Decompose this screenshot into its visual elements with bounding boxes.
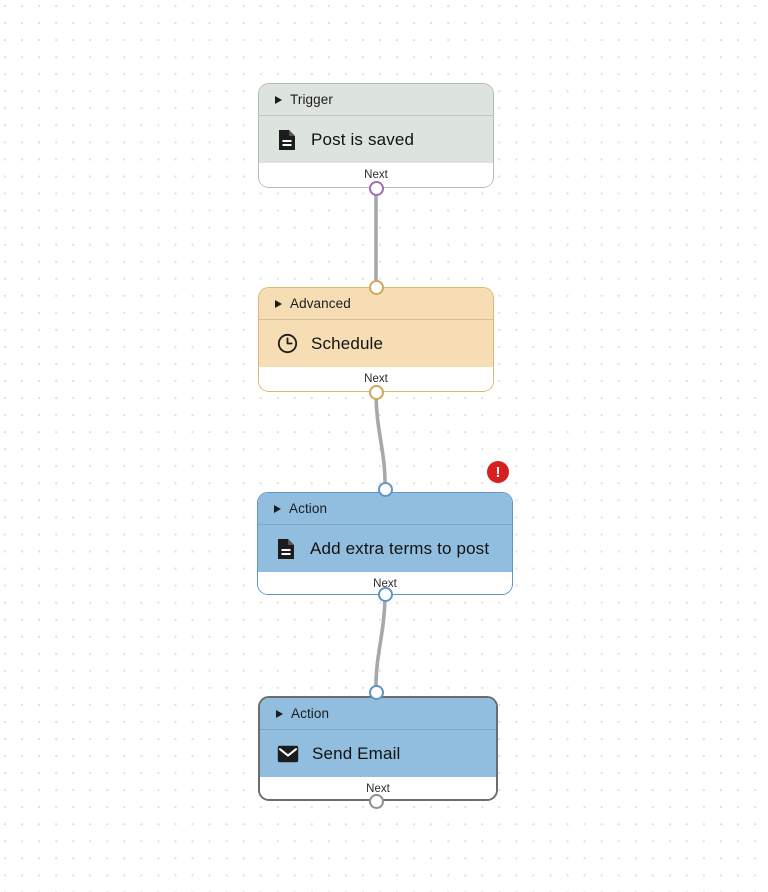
error-badge-glyph: ! [495, 463, 501, 481]
node-title: Post is saved [311, 129, 415, 149]
port-action2-in[interactable] [368, 684, 384, 700]
port-advanced-in[interactable] [368, 279, 384, 295]
edge-action1-to-action2 [374, 592, 387, 694]
node-title: Add extra terms to post [310, 538, 490, 558]
edge-advanced-to-action1 [374, 390, 387, 491]
node-kind-label: Trigger [290, 92, 333, 107]
next-label: Next [364, 169, 388, 181]
chevron-right-icon[interactable] [275, 95, 282, 104]
node-advanced-schedule[interactable]: Advanced Schedule Next [258, 287, 494, 392]
node-body[interactable]: Post is saved [259, 115, 493, 163]
node-body[interactable]: Send Email [260, 729, 496, 777]
port-advanced-out[interactable] [368, 384, 384, 400]
chevron-right-icon[interactable] [275, 299, 282, 308]
port-action1-in[interactable] [377, 481, 393, 497]
next-label: Next [373, 578, 397, 590]
node-trigger-post-is-saved[interactable]: Trigger Post is saved Next [258, 83, 494, 188]
chevron-right-icon[interactable] [276, 709, 283, 718]
chevron-right-icon[interactable] [274, 504, 281, 513]
port-trigger-out[interactable] [368, 180, 384, 196]
node-kind-label: Advanced [290, 296, 351, 311]
document-icon [276, 129, 298, 151]
document-icon [275, 538, 297, 560]
envelope-icon [277, 743, 299, 765]
node-body[interactable]: Schedule [259, 319, 493, 367]
node-action-add-extra-terms-to-post[interactable]: Action Add extra terms to post Next [257, 492, 513, 595]
error-exclamation-icon[interactable]: ! [487, 461, 509, 483]
next-label: Next [366, 783, 390, 795]
node-next-footer[interactable]: Next [258, 572, 512, 594]
port-action1-out[interactable] [377, 586, 393, 602]
next-label: Next [364, 373, 388, 385]
node-action-send-email[interactable]: Action Send Email Next [258, 696, 498, 801]
node-kind-label: Action [289, 501, 328, 516]
node-next-footer[interactable]: Next [260, 777, 496, 799]
node-header[interactable]: Action [258, 493, 512, 524]
clock-icon [276, 333, 298, 355]
port-action2-out[interactable] [368, 793, 384, 809]
node-title: Schedule [311, 333, 384, 353]
node-kind-label: Action [291, 706, 330, 721]
node-header[interactable]: Action [260, 698, 496, 729]
node-header[interactable]: Trigger [259, 84, 493, 115]
node-body[interactable]: Add extra terms to post [258, 524, 512, 572]
node-title: Send Email [312, 743, 401, 763]
